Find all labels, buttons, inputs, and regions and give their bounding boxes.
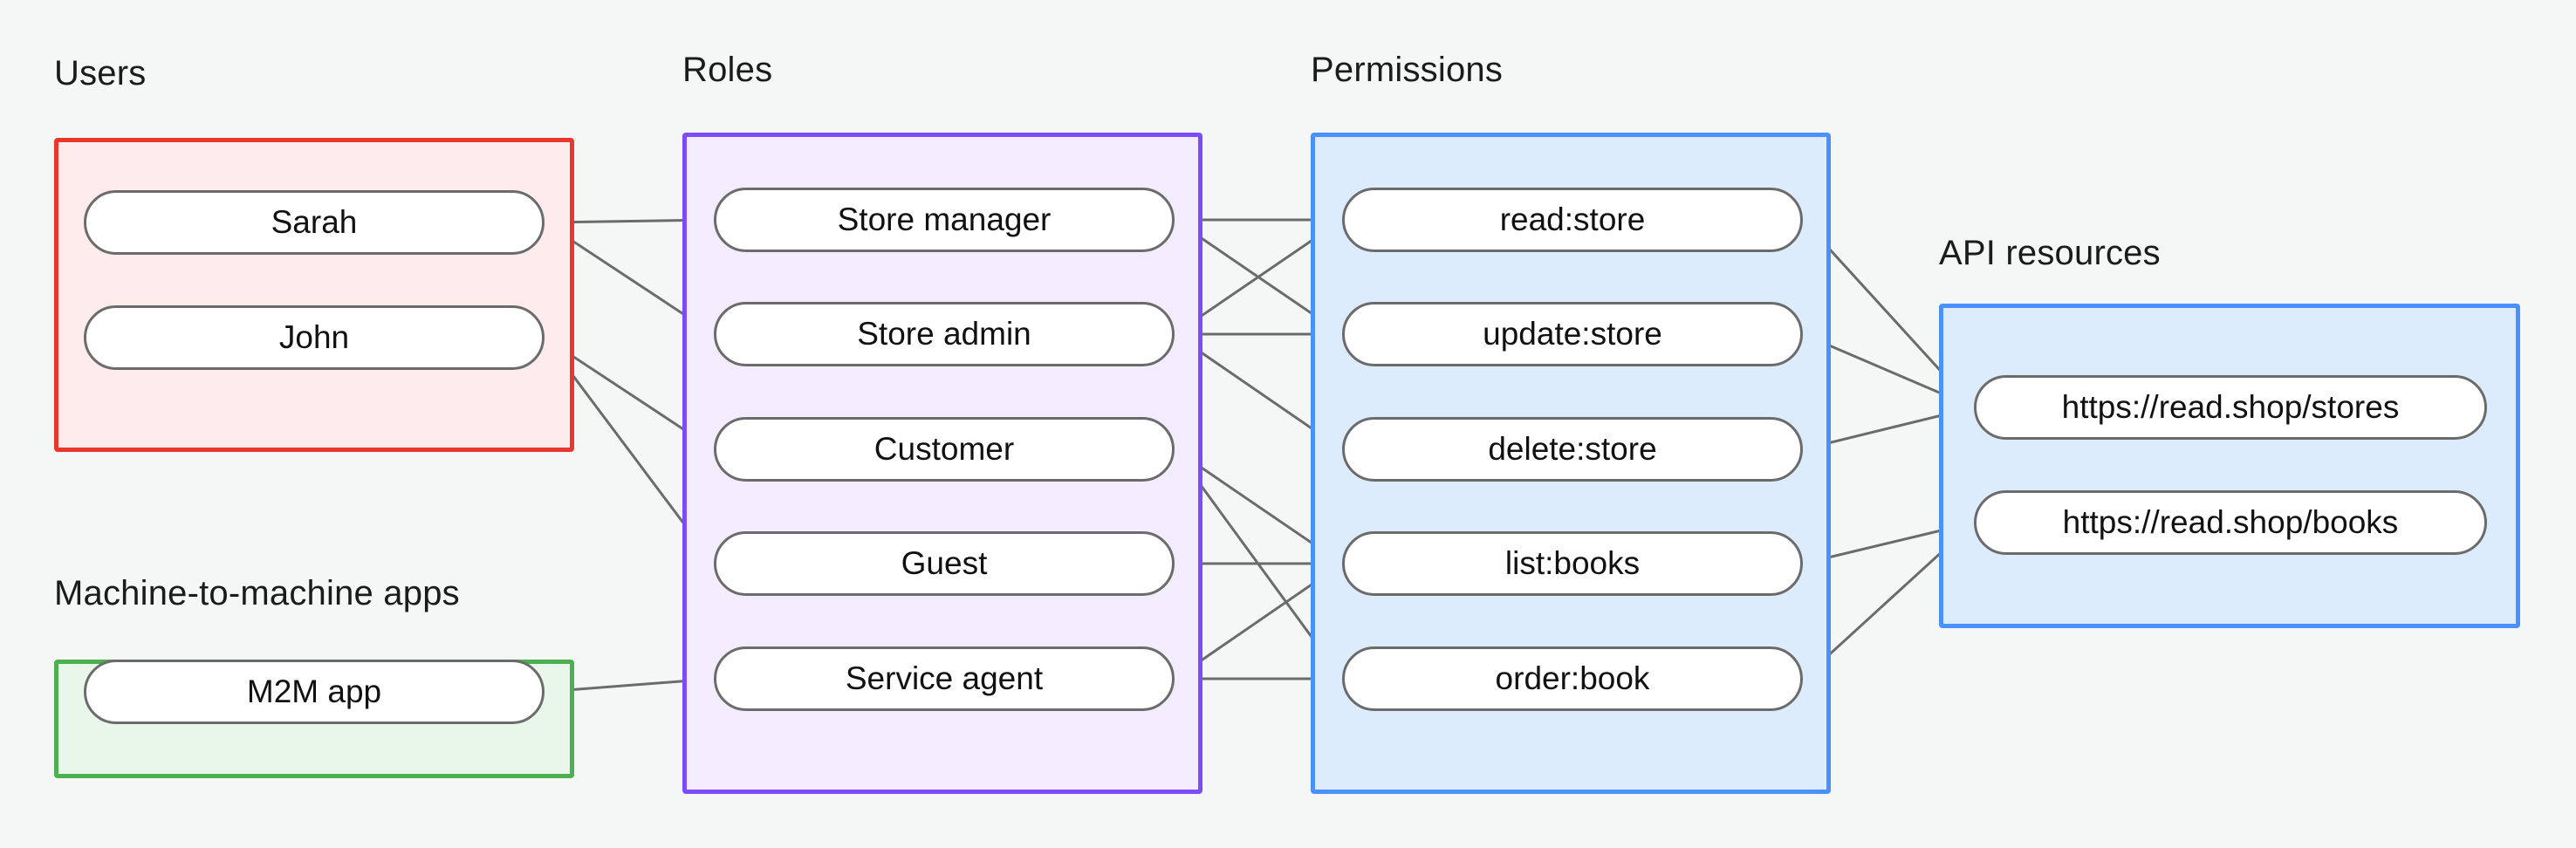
node-store-mgr[interactable]: Store manager — [714, 188, 1175, 252]
node-read-store[interactable]: read:store — [1342, 188, 1803, 252]
node-label-update-store: update:store — [1483, 316, 1662, 352]
node-john[interactable]: John — [84, 305, 545, 370]
node-res-stores[interactable]: https://read.shop/stores — [1974, 375, 2487, 440]
node-label-delete-store: delete:store — [1488, 431, 1657, 467]
node-label-m2m-app: M2M app — [246, 674, 382, 709]
group-title-users: Users — [54, 54, 147, 92]
node-label-read-store: read:store — [1499, 202, 1646, 237]
node-label-res-stores: https://read.shop/stores — [2061, 389, 2400, 425]
node-label-customer: Customer — [874, 431, 1015, 467]
node-customer[interactable]: Customer — [714, 417, 1175, 482]
node-label-sarah: Sarah — [271, 204, 358, 240]
group-title-m2m: Machine-to-machine apps — [54, 574, 460, 612]
node-label-john: John — [278, 319, 350, 355]
node-m2m-app[interactable]: M2M app — [84, 660, 545, 724]
node-svc-agent[interactable]: Service agent — [714, 646, 1175, 711]
node-delete-store[interactable]: delete:store — [1342, 417, 1803, 482]
node-sarah[interactable]: Sarah — [84, 190, 545, 255]
node-guest[interactable]: Guest — [714, 531, 1175, 596]
group-title-permissions: Permissions — [1311, 51, 1504, 89]
node-label-store-admin: Store admin — [857, 316, 1031, 352]
node-label-order-book: order:book — [1495, 660, 1650, 696]
node-label-res-books: https://read.shop/books — [2062, 504, 2399, 540]
node-label-store-mgr: Store manager — [837, 202, 1052, 237]
node-order-book[interactable]: order:book — [1342, 646, 1803, 711]
group-title-api: API resources — [1939, 234, 2161, 272]
node-label-guest: Guest — [901, 545, 988, 581]
node-store-admin[interactable]: Store admin — [714, 302, 1175, 366]
node-list-books[interactable]: list:books — [1342, 531, 1803, 596]
group-box-api — [1939, 304, 2520, 628]
group-box-users — [54, 138, 574, 452]
node-res-books[interactable]: https://read.shop/books — [1974, 490, 2487, 555]
group-title-roles: Roles — [682, 51, 773, 89]
node-update-store[interactable]: update:store — [1342, 302, 1803, 366]
node-label-svc-agent: Service agent — [845, 660, 1044, 696]
node-label-list-books: list:books — [1504, 545, 1641, 581]
